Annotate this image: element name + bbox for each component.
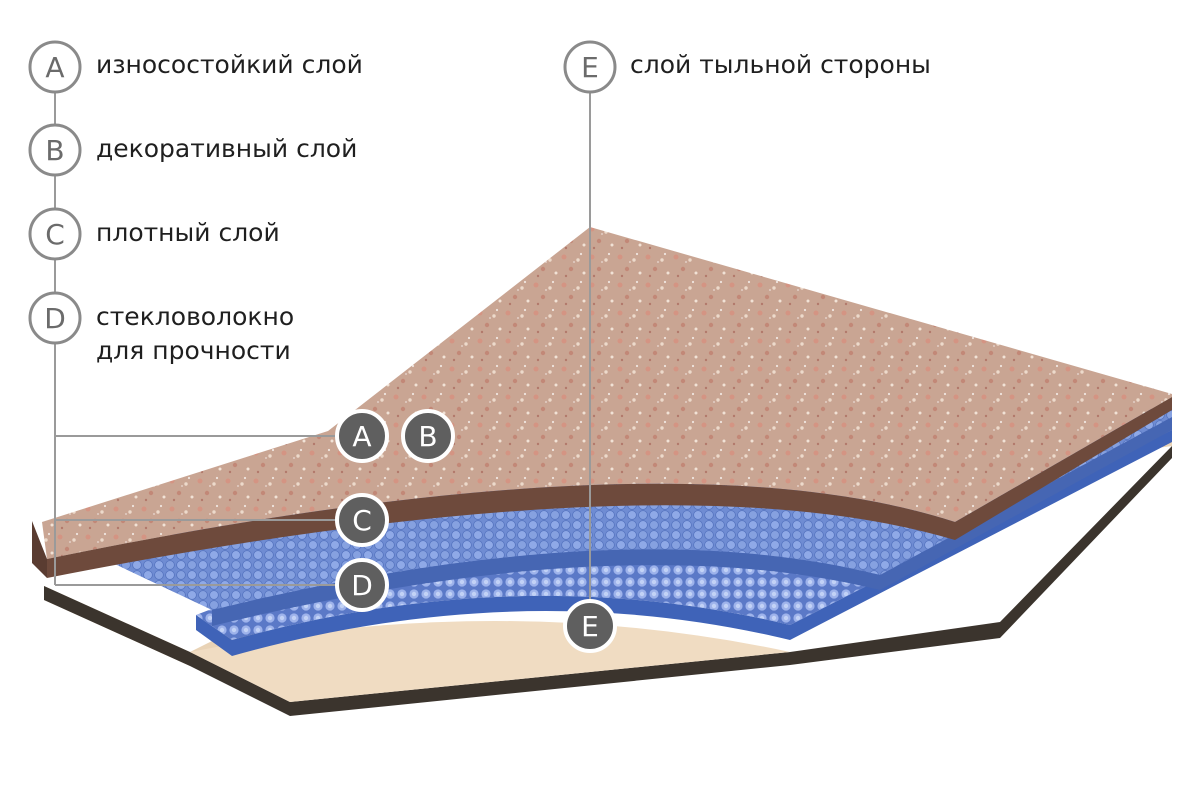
svg-text:A: A [45, 51, 64, 84]
decorative-top-edge [47, 397, 1172, 578]
left-front-edge [32, 521, 47, 578]
svg-text:D: D [44, 302, 66, 335]
callout-B: B [401, 409, 455, 463]
legend-label-A: износостойкий слой [96, 50, 363, 79]
legend-label-E: слой тыльной стороны [630, 50, 931, 79]
svg-text:C: C [45, 218, 65, 251]
callout-C: C [335, 493, 389, 547]
svg-text:B: B [45, 134, 64, 167]
dense-layer-edge [212, 417, 1172, 626]
backing-front-edge [44, 446, 1172, 716]
svg-text:E: E [581, 610, 599, 643]
svg-text:C: C [352, 504, 372, 537]
decorative-top-surface [42, 227, 1172, 559]
layer-AB-top [32, 227, 1172, 578]
fiberglass-edge [196, 430, 1172, 656]
legend-badge-C: C [28, 207, 82, 261]
legend-label-D-line2: для прочности [96, 336, 291, 365]
legend-badges: A B C D E [28, 40, 617, 345]
legend-label-C: плотный слой [96, 218, 280, 247]
svg-text:A: A [352, 420, 371, 453]
legend-label-D-line1: стекловолокно [96, 302, 295, 331]
legend-badge-D: D [28, 291, 82, 345]
callout-E: E [563, 599, 617, 653]
callout-D: D [335, 558, 389, 612]
legend-badge-E: E [563, 40, 617, 94]
callout-badges: A B C D E [335, 409, 617, 653]
legend-label-B: декоративный слой [96, 134, 358, 163]
svg-text:B: B [418, 420, 437, 453]
svg-text:E: E [581, 51, 599, 84]
legend-badge-B: B [28, 123, 82, 177]
callout-A: A [335, 409, 389, 463]
backing-visible-face [190, 621, 790, 702]
legend-badge-A: A [28, 40, 82, 94]
svg-text:D: D [351, 569, 373, 602]
